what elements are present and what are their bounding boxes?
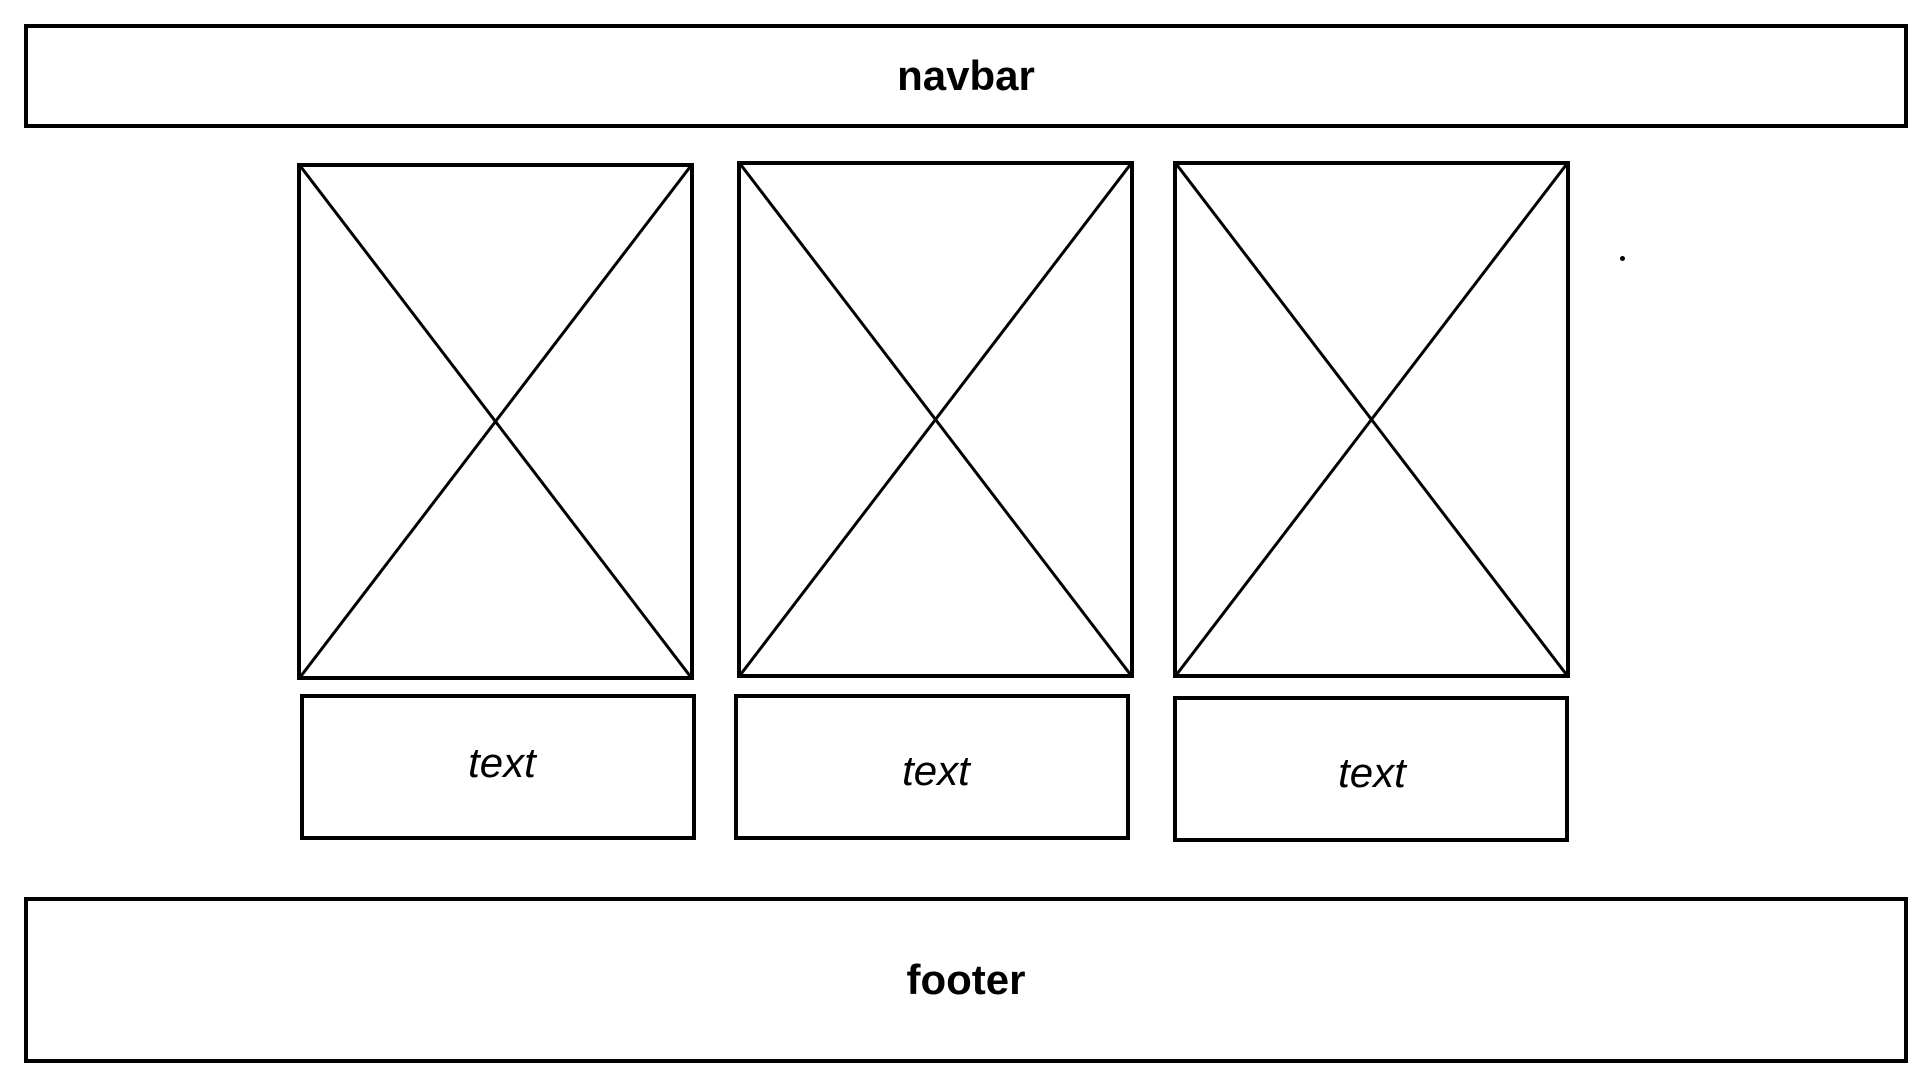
navbar-label: navbar (897, 52, 1035, 99)
card-3-text: text (1338, 749, 1406, 796)
card-1-text: text (468, 739, 536, 786)
card-2-image-placeholder-icon (737, 161, 1134, 678)
card-2-text: text (902, 747, 970, 794)
card-1-image-placeholder-icon (297, 163, 694, 680)
card-3-image-placeholder-icon (1173, 161, 1570, 678)
footer: footer (24, 897, 1908, 1063)
card-2-text-box: text (734, 694, 1130, 840)
navbar: navbar (24, 24, 1908, 128)
stray-dot (1620, 256, 1625, 261)
footer-label: footer (906, 956, 1026, 1003)
card-1-text-box: text (300, 694, 696, 840)
card-3-text-box: text (1173, 696, 1569, 842)
